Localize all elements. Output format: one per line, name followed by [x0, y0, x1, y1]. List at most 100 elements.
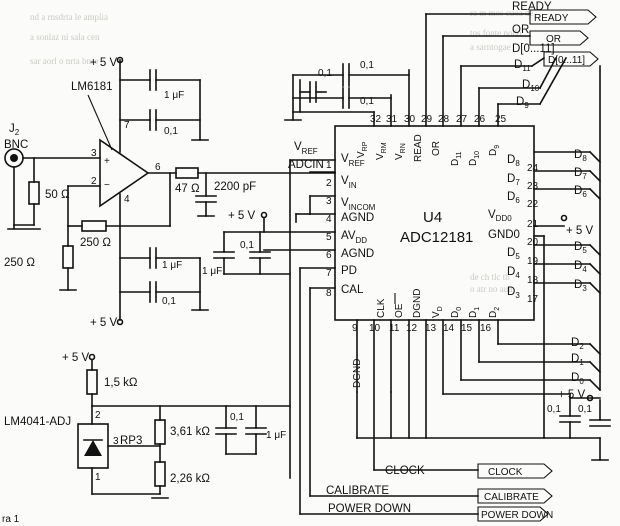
svg-text:a sonlaz ni sala cen: a sonlaz ni sala cen: [30, 32, 100, 42]
ref-part: LM4041-ADJ: [4, 416, 71, 428]
opamp-part: LM6181: [71, 81, 113, 93]
svg-text:D4: D4: [507, 266, 520, 280]
svg-text:D3: D3: [574, 279, 587, 293]
label-power-down: POWER DOWN: [328, 503, 411, 515]
svg-text:19: 19: [527, 256, 539, 267]
tag-calibrate: CALIBRATE: [477, 488, 553, 504]
svg-text:o atr no aua: o atr no aua: [470, 284, 512, 294]
svg-text:+ 5 V: + 5 V: [558, 389, 586, 401]
svg-text:CALIBRATE: CALIBRATE: [484, 492, 539, 503]
tag-clock: CLOCK: [477, 463, 553, 479]
svg-text:25: 25: [495, 114, 507, 125]
svg-text:13: 13: [425, 323, 437, 334]
label-clock: CLOCK: [385, 465, 425, 477]
chip-right-pins: D8 D7 D6 VDD0 GND0 D5 D4 D3 24 23 22 21 …: [488, 154, 539, 305]
svg-text:D1: D1: [571, 353, 584, 367]
svg-text:9: 9: [352, 323, 358, 334]
svg-text:17: 17: [527, 294, 539, 305]
svg-text:1,5 kΩ: 1,5 kΩ: [104, 377, 138, 389]
adc-chip-body: [334, 125, 535, 321]
chip-left-pins: VREF VIN VINCOM AGND AVDD AGND PD CAL 1 …: [309, 153, 376, 299]
svg-text:RP3: RP3: [120, 435, 142, 447]
svg-text:D6: D6: [507, 191, 520, 205]
svg-text:12: 12: [406, 323, 418, 334]
svg-text:2,26 kΩ: 2,26 kΩ: [170, 473, 210, 485]
svg-text:2200 pF: 2200 pF: [214, 181, 256, 193]
svg-text:VD: VD: [431, 306, 444, 318]
tag-bus: D[0...11]: [543, 51, 599, 67]
svg-text:GND0: GND0: [488, 229, 520, 241]
pin-label-agnd2: AGND: [341, 248, 374, 260]
svg-text:D9: D9: [516, 96, 529, 110]
svg-text:VRN: VRN: [394, 143, 407, 160]
svg-text:1 μF: 1 μF: [162, 260, 182, 271]
svg-text:D5: D5: [574, 241, 587, 255]
svg-text:tos fonte nodo: tos fonte nodo: [470, 28, 522, 38]
svg-text:D9: D9: [488, 145, 501, 156]
svg-text:20: 20: [527, 237, 539, 248]
chip-part-number: ADC12181: [400, 229, 473, 246]
svg-text:+ 5 V: + 5 V: [62, 352, 90, 364]
svg-text:D10: D10: [522, 79, 540, 93]
svg-text:7: 7: [124, 120, 130, 131]
svg-text:VDD0: VDD0: [488, 209, 512, 223]
label-calibrate: CALIBRATE: [326, 485, 389, 497]
vincom-agnd-link: [295, 195, 336, 223]
figure-caption: ra 1: [2, 514, 20, 525]
adcin-label: ADCIN: [288, 159, 324, 171]
svg-text:0,1: 0,1: [240, 240, 254, 251]
svg-text:D0: D0: [571, 372, 584, 386]
svg-text:D11: D11: [450, 151, 463, 166]
svg-text:0,1: 0,1: [162, 296, 176, 307]
svg-text:250 Ω: 250 Ω: [80, 237, 111, 249]
svg-text:47 Ω: 47 Ω: [175, 183, 200, 195]
pin-label-cal: CAL: [341, 284, 364, 296]
svg-text:14: 14: [443, 323, 455, 334]
svg-text:D10: D10: [468, 151, 481, 166]
svg-text:DGND: DGND: [412, 289, 423, 318]
avdd-decoupling: + 5 V 0,1 1 μF: [202, 210, 336, 277]
svg-text:8: 8: [326, 288, 332, 299]
svg-text:250 Ω: 250 Ω: [4, 257, 35, 269]
svg-text:23: 23: [527, 181, 539, 192]
svg-text:3,61 kΩ: 3,61 kΩ: [170, 426, 210, 438]
svg-text:16: 16: [480, 323, 492, 334]
svg-text:D8: D8: [574, 149, 587, 163]
label-ready: READY: [512, 1, 552, 13]
svg-text:0,1: 0,1: [164, 126, 178, 137]
svg-text:1: 1: [95, 472, 101, 483]
svg-text:1 μF: 1 μF: [202, 266, 222, 277]
svg-text:15: 15: [461, 323, 473, 334]
pin-label-avdd: AVDD: [341, 230, 367, 245]
supply-bottom-plus5v: + 5 V 1 μF 0,1: [90, 247, 209, 329]
svg-text:0,1: 0,1: [360, 60, 374, 71]
svg-text:0,1: 0,1: [318, 68, 332, 79]
bottom-pin-wiring: [356, 319, 609, 471]
svg-text:J2: J2: [9, 123, 20, 137]
resistor-50: 50 Ω: [7, 157, 70, 230]
svg-text:50 Ω: 50 Ω: [45, 189, 70, 201]
svg-text:24: 24: [527, 163, 539, 174]
svg-text:D6: D6: [574, 185, 587, 199]
svg-text:OR: OR: [431, 141, 442, 156]
svg-text:D[0...11]: D[0...11]: [548, 55, 585, 66]
svg-text:+ 5 V: + 5 V: [566, 225, 594, 237]
paper-bleed-through: nd a rnsdrta le amplia a sonlaz ni sala …: [30, 8, 533, 294]
svg-text:D7: D7: [574, 167, 587, 181]
svg-text:1 μF: 1 μF: [266, 430, 286, 441]
svg-text:VRP: VRP: [356, 141, 369, 158]
svg-text:ra m mos cuoa de: ra m mos cuoa de: [470, 8, 533, 18]
svg-text:5: 5: [326, 232, 332, 243]
svg-text:+ 5 V: + 5 V: [90, 57, 118, 69]
vref-label: VREF: [294, 141, 318, 156]
svg-text:11: 11: [389, 323, 400, 334]
svg-text:D2: D2: [571, 337, 584, 351]
svg-text:+ 5 V: + 5 V: [228, 210, 256, 222]
svg-text:D1: D1: [468, 307, 481, 318]
svg-text:CLK: CLK: [376, 298, 387, 318]
svg-text:3: 3: [91, 148, 97, 159]
svg-text:18: 18: [527, 275, 539, 286]
svg-text:D11: D11: [514, 59, 531, 73]
